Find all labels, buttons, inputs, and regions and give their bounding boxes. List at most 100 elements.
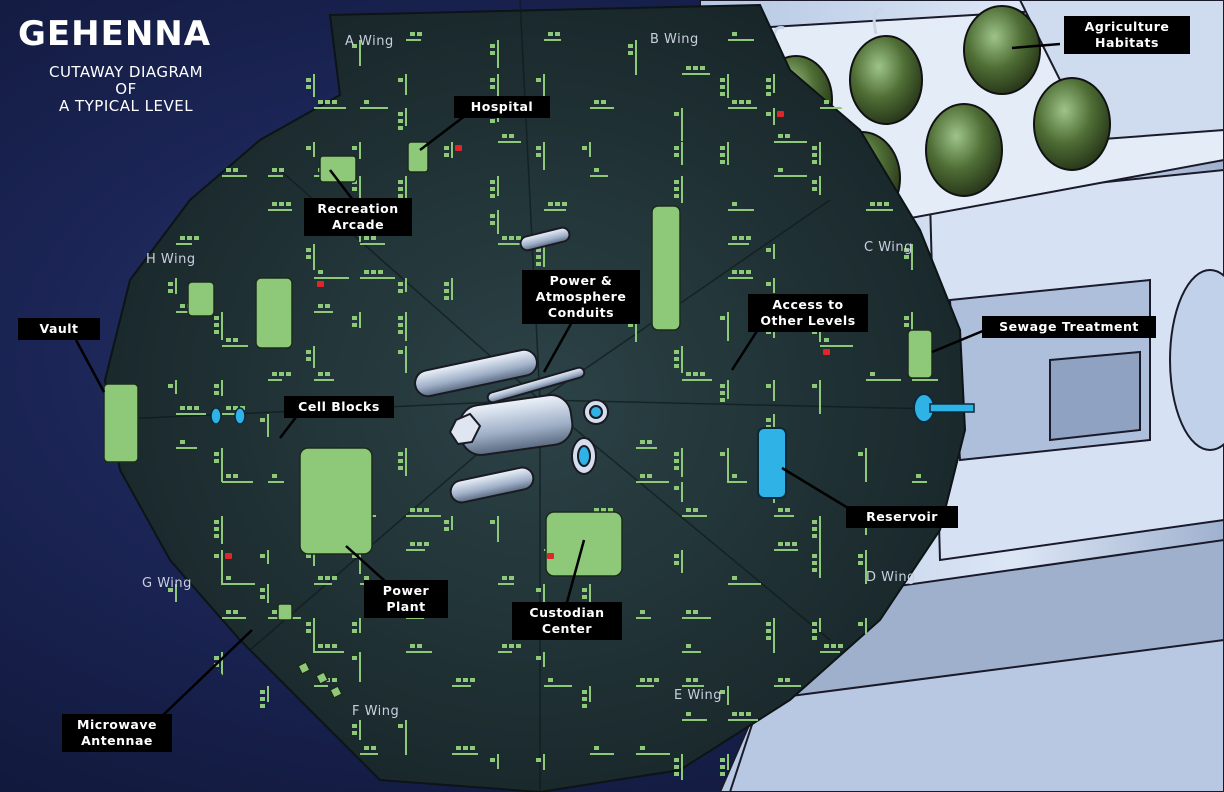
cell-module bbox=[306, 248, 311, 252]
cell-module bbox=[214, 656, 219, 660]
cell-module bbox=[766, 330, 771, 334]
cell-module bbox=[693, 508, 698, 512]
cell-module bbox=[214, 452, 219, 456]
cell-module bbox=[168, 384, 173, 388]
reservoir-tank bbox=[757, 427, 787, 499]
cell-module bbox=[739, 270, 744, 274]
cell-module bbox=[194, 406, 199, 410]
cell-module bbox=[746, 270, 751, 274]
cell-module bbox=[536, 758, 541, 762]
cell-module bbox=[858, 622, 863, 626]
cell-module bbox=[778, 678, 783, 682]
cell-module bbox=[424, 508, 429, 512]
cell-module bbox=[502, 236, 507, 240]
cell-module bbox=[916, 474, 921, 478]
cell-module bbox=[778, 508, 783, 512]
cell-module bbox=[306, 350, 311, 354]
cell-module bbox=[233, 406, 238, 410]
cell-module bbox=[700, 66, 705, 70]
cell-module bbox=[286, 202, 291, 206]
cell-module bbox=[904, 323, 909, 327]
cell-module bbox=[502, 644, 507, 648]
cell-module bbox=[766, 418, 771, 422]
cell-module bbox=[398, 282, 403, 286]
cell-module bbox=[364, 270, 369, 274]
cell-module bbox=[233, 610, 238, 614]
cell-module bbox=[325, 644, 330, 648]
cell-module bbox=[582, 595, 587, 599]
cell-module bbox=[686, 678, 691, 682]
cell-module bbox=[306, 255, 311, 259]
cell-module bbox=[674, 758, 679, 762]
cell-module bbox=[410, 644, 415, 648]
label-power-plant: Power Plant bbox=[364, 580, 448, 618]
cell-module bbox=[812, 568, 817, 572]
cell-module bbox=[739, 100, 744, 104]
cell-module bbox=[214, 384, 219, 388]
cell-module bbox=[332, 576, 337, 580]
cell-module bbox=[628, 323, 633, 327]
cell-module bbox=[490, 51, 495, 55]
cell-module bbox=[594, 746, 599, 750]
cell-module bbox=[187, 406, 192, 410]
cell-module bbox=[647, 440, 652, 444]
cell-module bbox=[306, 554, 311, 558]
cell-module bbox=[785, 134, 790, 138]
cell-module bbox=[214, 316, 219, 320]
cell-module bbox=[463, 678, 468, 682]
cell-module bbox=[674, 364, 679, 368]
cell-module bbox=[424, 542, 429, 546]
cell-module bbox=[870, 202, 875, 206]
cell-module bbox=[490, 187, 495, 191]
label-hospital: Hospital bbox=[454, 96, 550, 118]
cell-module bbox=[674, 466, 679, 470]
cell-module bbox=[766, 248, 771, 252]
cell-module bbox=[260, 690, 265, 694]
cell-module bbox=[720, 153, 725, 157]
cell-module bbox=[279, 372, 284, 376]
cell-module bbox=[398, 180, 403, 184]
cell-module bbox=[693, 678, 698, 682]
cell-module bbox=[470, 678, 475, 682]
cell-module bbox=[674, 765, 679, 769]
cell-module bbox=[582, 690, 587, 694]
cell-module bbox=[260, 595, 265, 599]
label-power-atmosphere-conduits: Power & Atmosphere Conduits bbox=[522, 270, 640, 324]
cell-module bbox=[214, 330, 219, 334]
cell-module bbox=[490, 758, 495, 762]
cell-module bbox=[601, 508, 606, 512]
cell-module bbox=[272, 168, 277, 172]
cell-module bbox=[444, 527, 449, 531]
cell-module bbox=[785, 542, 790, 546]
wing-label-c: C Wing bbox=[864, 240, 913, 255]
cell-module bbox=[325, 372, 330, 376]
cell-module bbox=[516, 236, 521, 240]
cell-module bbox=[831, 644, 836, 648]
cell-module bbox=[509, 236, 514, 240]
cell-module bbox=[778, 168, 783, 172]
cell-module bbox=[398, 330, 403, 334]
cell-module bbox=[318, 304, 323, 308]
cell-module bbox=[732, 100, 737, 104]
cell-module bbox=[812, 629, 817, 633]
cell-module bbox=[444, 520, 449, 524]
cell-module bbox=[260, 418, 265, 422]
cell-module bbox=[444, 153, 449, 157]
cell-module bbox=[318, 576, 323, 580]
cell-module bbox=[516, 644, 521, 648]
cell-module bbox=[272, 202, 277, 206]
level-access-points bbox=[225, 111, 830, 627]
label-access-other-levels: Access to Other Levels bbox=[748, 294, 868, 332]
diagram-subtitle: Cutaway Diagram of a Typical Level bbox=[48, 63, 204, 115]
cell-module bbox=[398, 112, 403, 116]
cell-module bbox=[214, 323, 219, 327]
cell-module bbox=[214, 534, 219, 538]
cell-module bbox=[306, 146, 311, 150]
cell-module bbox=[398, 323, 403, 327]
cell-module bbox=[398, 316, 403, 320]
cell-module bbox=[812, 330, 817, 334]
label-vault: Vault bbox=[18, 318, 100, 340]
cell-module bbox=[693, 372, 698, 376]
cell-module bbox=[594, 508, 599, 512]
cell-module bbox=[371, 236, 376, 240]
